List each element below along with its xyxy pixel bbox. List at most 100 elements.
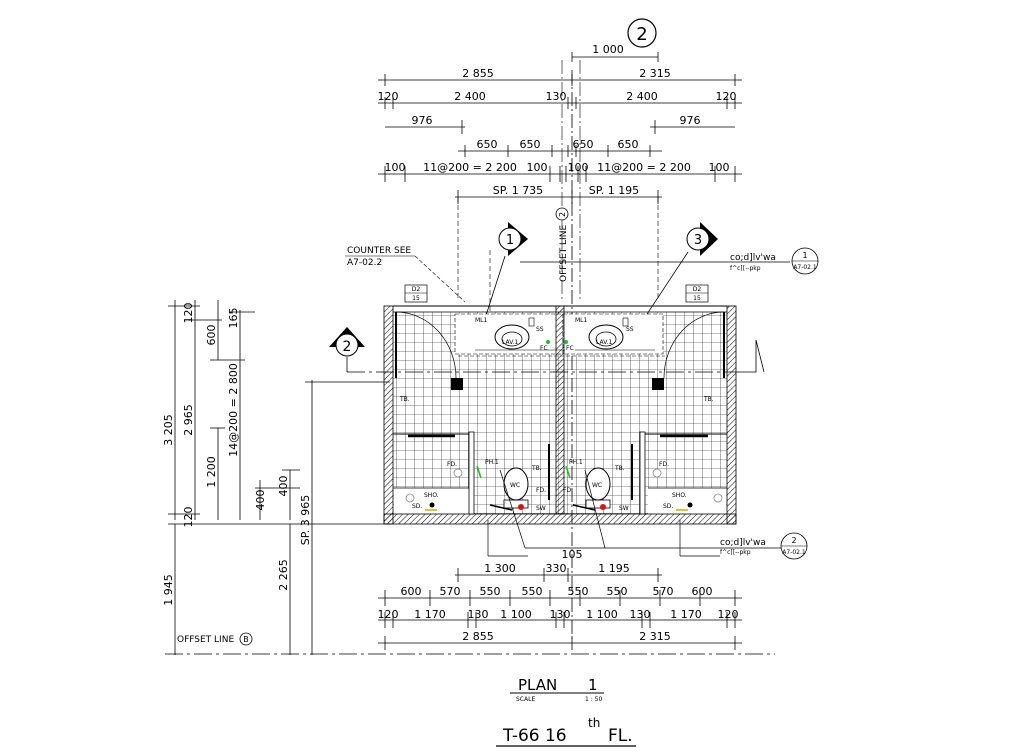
- label-ph-left: PH.1: [485, 459, 499, 466]
- title-block: PLAN 1 SCALE 1 : 50 T-66 16 th FL.: [496, 676, 636, 747]
- callout-1-text: co;d]lv'wa: [730, 253, 776, 263]
- dim-grid-left: 11@200 = 2 200: [423, 161, 517, 174]
- label-ss-right: SS: [626, 326, 634, 333]
- sheet-title-superscript: th: [588, 716, 600, 730]
- callout-1: co;d]lv'wa f^c[[--pkp 1 A7-02.1: [520, 247, 819, 275]
- bottom-dimension-labels: 105 1 300 330 1 195 600 570 550 550 550 …: [378, 548, 739, 643]
- callout-2-ref: A7-02.1: [782, 549, 806, 556]
- label-fd-center: FD.: [536, 487, 546, 494]
- plan-title: PLAN: [518, 676, 557, 694]
- dim-130-top: 130: [546, 90, 567, 103]
- dim-grid-right: 11@200 = 2 200: [597, 161, 691, 174]
- offset-line-b: OFFSET LINE B: [165, 632, 775, 655]
- dim-1945: 1 945: [162, 574, 175, 606]
- dim-400-a: 400: [254, 490, 267, 511]
- fixture-labels: ML1 ML1 SS SS LAV.1 LAV.1 FC FC TB. TB. …: [399, 317, 714, 512]
- counter-note-text: COUNTER SEE: [347, 246, 411, 256]
- door-tag-left-sub: 15: [412, 295, 420, 302]
- label-ph-right: PH.1: [569, 459, 583, 466]
- dim-2400-right: 2 400: [626, 90, 658, 103]
- plan-body: [383, 305, 790, 557]
- top-dimension-labels: 1 000 2 855 2 315 120 2 400 130 2 400 12…: [378, 43, 737, 197]
- dim-120-top-left: 120: [378, 90, 399, 103]
- plan-number: 1: [588, 676, 598, 694]
- dim-grid-vertical: 14@200 = 2 800: [227, 363, 240, 457]
- label-tb-left: TB.: [399, 396, 410, 403]
- label-ml-left: ML1: [475, 317, 488, 324]
- label-fd-left: FD.: [447, 461, 457, 468]
- dim-1195-bottom: 1 195: [598, 562, 630, 575]
- label-ss-left: SS: [536, 326, 544, 333]
- dim-120-left-top: 120: [182, 303, 195, 324]
- dim-120-top-right: 120: [716, 90, 737, 103]
- dim-2855-bottom: 2 855: [462, 630, 494, 643]
- dim-row1-1: 570: [440, 585, 461, 598]
- dim-row1-4: 550: [568, 585, 589, 598]
- top-dimensions: [378, 52, 742, 204]
- section-mark-top-label: 2: [636, 24, 647, 45]
- dim-row2-0: 120: [378, 608, 399, 621]
- dim-sp-3965: SP. 3 965: [299, 495, 312, 545]
- left-dimension-labels: 3 205 2 965 120 600 165 14@200 = 2 800 1…: [162, 303, 312, 606]
- left-dimensions: [168, 300, 390, 655]
- callout-2-sub: f^c[[--pkp: [720, 549, 751, 556]
- dim-400-b: 400: [277, 476, 290, 497]
- callout-1-ref: A7-02.1: [793, 264, 817, 271]
- offset-line-label: OFFSET LINE: [559, 225, 569, 282]
- counter-note: COUNTER SEE A7-02.2: [345, 246, 466, 303]
- dim-976-right: 976: [680, 114, 701, 127]
- dim-120-left-bottom: 120: [182, 507, 195, 528]
- callout-1-num: 1: [802, 251, 807, 260]
- detail-marker-3-label: 3: [694, 233, 702, 248]
- dim-2965: 2 965: [182, 404, 195, 436]
- dim-650-3: 650: [573, 138, 594, 151]
- dim-row1-6: 570: [653, 585, 674, 598]
- dim-row2-8: 120: [718, 608, 739, 621]
- dim-2855-top: 2 855: [462, 67, 494, 80]
- section-mark-left-label: 2: [343, 339, 352, 355]
- offset-line-b-letter: B: [243, 635, 249, 644]
- label-sd-right: SD.: [663, 503, 673, 510]
- dim-100-4: 100: [709, 161, 730, 174]
- offset-line-num: 2: [558, 212, 567, 217]
- label-tb-right: TB.: [703, 396, 714, 403]
- callout-2-num: 2: [791, 536, 796, 545]
- label-lav-right: LAV.1: [596, 339, 612, 346]
- label-wc-right: WC: [592, 482, 602, 489]
- dim-650-2: 650: [520, 138, 541, 151]
- offset-line-vertical: OFFSET LINE 2: [555, 60, 581, 640]
- dim-2315-bottom: 2 315: [639, 630, 671, 643]
- scale-label: SCALE: [516, 696, 535, 703]
- dim-row2-5: 1 100: [586, 608, 618, 621]
- label-fd-right: FD.: [659, 461, 669, 468]
- counter-note-ref: A7-02.2: [347, 258, 382, 268]
- dim-1000: 1 000: [592, 43, 624, 56]
- label-sho-right: SHO.: [672, 492, 687, 499]
- label-ml-right: ML1: [575, 317, 588, 324]
- dim-330: 330: [546, 562, 567, 575]
- door-tag-right-label: D2: [693, 286, 702, 293]
- door-tag-right-sub: 15: [693, 295, 701, 302]
- label-lav-left: LAV.1: [502, 339, 518, 346]
- label-tb-center-left: TB.: [531, 465, 542, 472]
- label-sho-left: SHO.: [424, 492, 439, 499]
- detail-marker-1: 1: [474, 222, 528, 351]
- label-fd-center-right: FD.: [563, 487, 573, 494]
- callout-1-sub: f^c[[--pkp: [730, 265, 761, 272]
- dim-row2-1: 1 170: [414, 608, 446, 621]
- label-wc-left: WC: [510, 482, 520, 489]
- dim-100-3: 100: [568, 161, 589, 174]
- door-tag-right: D2 15: [685, 284, 709, 303]
- dim-row1-0: 600: [401, 585, 422, 598]
- dim-2265: 2 265: [277, 559, 290, 591]
- dim-165: 165: [227, 308, 240, 329]
- dim-row1-5: 550: [607, 585, 628, 598]
- dim-1300: 1 300: [484, 562, 516, 575]
- dim-2315-top: 2 315: [639, 67, 671, 80]
- scale-value: 1 : 50: [585, 696, 602, 703]
- dim-row2-3: 1 100: [500, 608, 532, 621]
- dim-100-1: 100: [385, 161, 406, 174]
- label-sd-left: SD.: [412, 503, 422, 510]
- dim-105: 105: [562, 548, 583, 561]
- dim-1200: 1 200: [205, 456, 218, 488]
